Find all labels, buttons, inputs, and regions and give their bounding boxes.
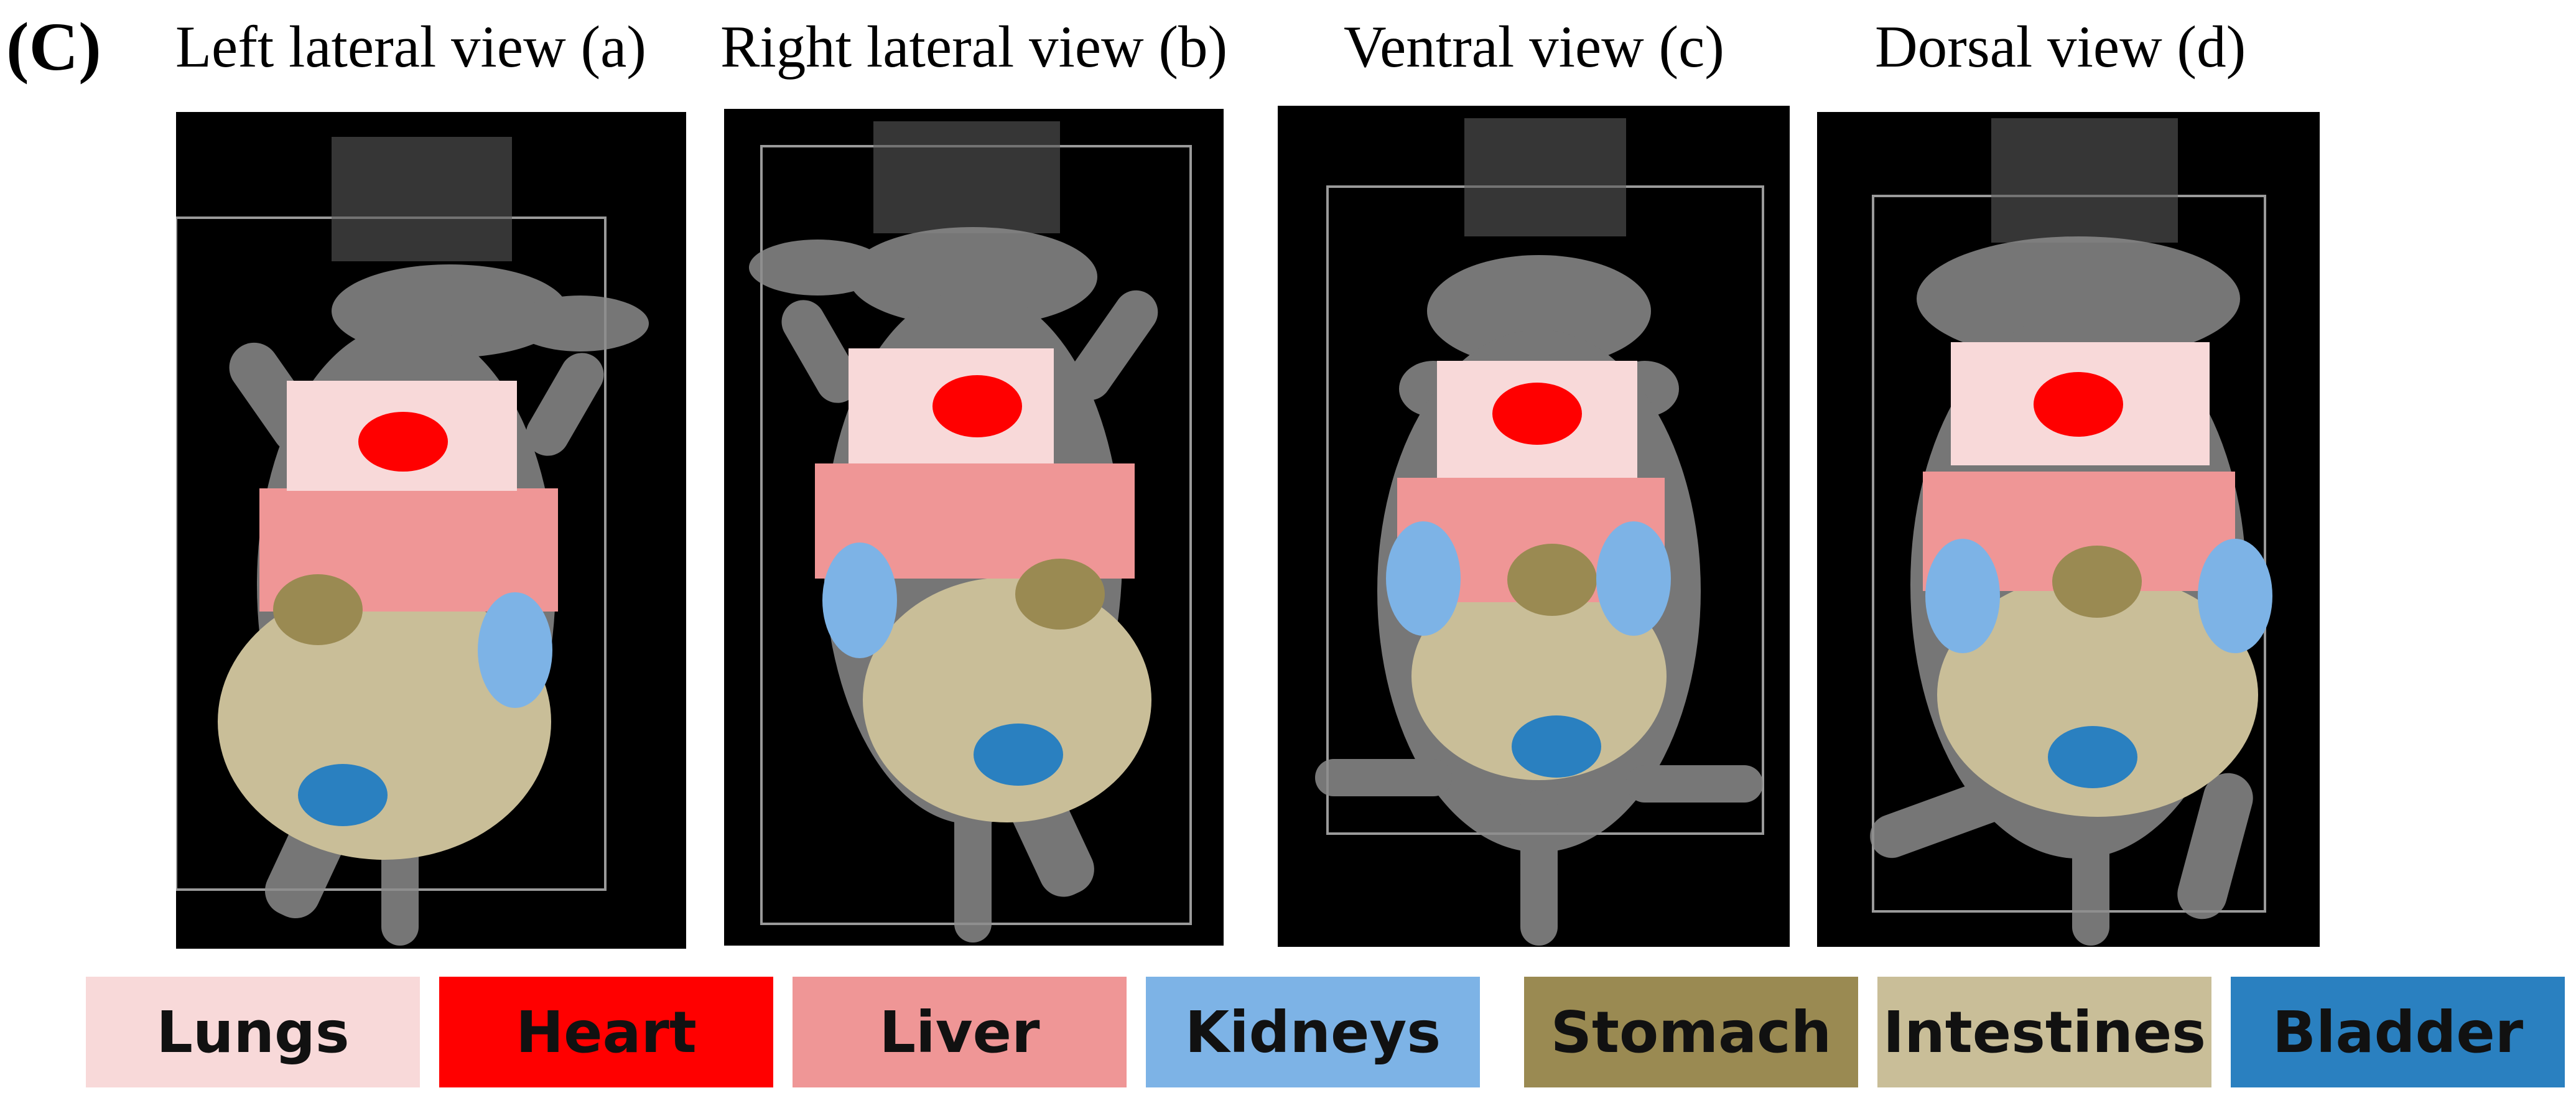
view-image-c	[1278, 106, 1790, 947]
kidney-region	[2198, 539, 2272, 653]
legend-bladder: Bladder	[2231, 977, 2565, 1087]
legend-intestines: Intestines	[1877, 977, 2211, 1087]
bladder-region	[974, 724, 1063, 786]
heart-region	[932, 375, 1022, 437]
mouse-diagram-c	[1278, 106, 1790, 947]
legend-kidneys-label: Kidneys	[1184, 998, 1441, 1066]
panel-label: (C)	[6, 9, 101, 85]
legend-intestines-label: Intestines	[1882, 998, 2206, 1066]
legend-lungs-label: Lungs	[156, 998, 350, 1066]
bladder-region	[2048, 726, 2137, 788]
view-title-d: Dorsal view (d)	[1875, 14, 2246, 80]
intestines-region	[1411, 572, 1667, 780]
kidney-region	[1596, 521, 1671, 636]
view-title-c: Ventral view (c)	[1344, 14, 1724, 80]
bladder-region	[1512, 715, 1601, 778]
heart-region	[358, 412, 448, 472]
mouse-diagram-a	[176, 112, 686, 949]
stomach-region	[2052, 546, 2142, 618]
intestines-region	[1937, 573, 2258, 817]
legend-liver: Liver	[793, 977, 1127, 1087]
view-image-d	[1817, 112, 2320, 947]
legend-heart: Heart	[439, 977, 773, 1087]
organ-overlays-c	[1386, 361, 1671, 780]
organ-overlays-a	[218, 381, 558, 860]
organ-overlays-d	[1923, 342, 2272, 817]
kidney-region	[1386, 521, 1461, 636]
view-image-a	[176, 112, 686, 949]
intestines-region	[863, 577, 1151, 822]
view-title-a: Left lateral view (a)	[175, 14, 646, 80]
legend-stomach-label: Stomach	[1550, 998, 1832, 1066]
legend-kidneys: Kidneys	[1146, 977, 1480, 1087]
legend-heart-label: Heart	[516, 998, 697, 1066]
legend-stomach: Stomach	[1524, 977, 1858, 1087]
mouse-diagram-b	[724, 109, 1224, 946]
stomach-region	[1015, 559, 1105, 630]
stomach-region	[273, 574, 363, 645]
legend-liver-label: Liver	[879, 998, 1040, 1066]
stomach-region	[1507, 544, 1597, 616]
legend-lungs: Lungs	[86, 977, 420, 1087]
kidney-region	[478, 592, 552, 708]
kidney-region	[1925, 539, 2000, 653]
heart-region	[2034, 372, 2123, 437]
kidney-region	[822, 542, 897, 658]
legend-bladder-label: Bladder	[2272, 998, 2524, 1066]
mouse-diagram-d	[1817, 112, 2320, 947]
organ-overlays-b	[815, 348, 1151, 822]
bladder-region	[298, 764, 388, 826]
view-title-b: Right lateral view (b)	[720, 14, 1228, 80]
view-image-b	[724, 109, 1224, 946]
heart-region	[1492, 383, 1582, 445]
